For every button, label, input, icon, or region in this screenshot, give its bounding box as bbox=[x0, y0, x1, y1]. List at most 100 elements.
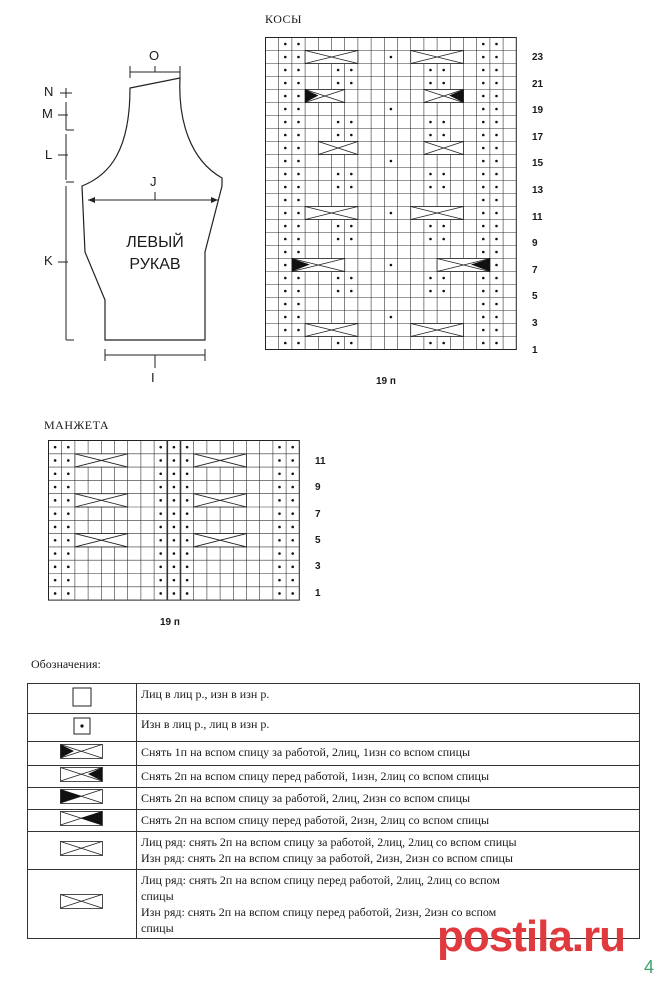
purl-dot bbox=[297, 250, 300, 254]
purl-dot bbox=[284, 94, 287, 98]
cables-row-number: 1 bbox=[532, 344, 538, 356]
legend-description-line: Снять 1п на вспом спицу за работой, 2лиц… bbox=[141, 745, 471, 759]
purl-dot bbox=[482, 120, 485, 124]
purl-dot bbox=[172, 538, 176, 542]
sleeve-name-line2: РУКАВ bbox=[129, 256, 181, 273]
purl-dot bbox=[429, 81, 432, 85]
purl-dot bbox=[336, 172, 340, 176]
purl-dot bbox=[172, 552, 176, 555]
purl-dot bbox=[284, 276, 287, 280]
purl-dot bbox=[67, 459, 70, 462]
purl-dot bbox=[336, 120, 340, 124]
purl-dot bbox=[291, 499, 294, 502]
purl-dot bbox=[172, 578, 176, 582]
purl-dot bbox=[159, 578, 162, 582]
purl-dot bbox=[389, 211, 393, 215]
purl-dot bbox=[185, 445, 189, 449]
purl-dot bbox=[278, 459, 281, 462]
purl-dot bbox=[482, 146, 485, 150]
cables-stitch-count: 19 п bbox=[376, 376, 396, 387]
cable-2-1-front-icon bbox=[27, 765, 137, 788]
purl-dot bbox=[284, 42, 287, 46]
cuff-chart-grid bbox=[48, 440, 300, 601]
purl-dot bbox=[185, 459, 189, 462]
purl-dot bbox=[159, 472, 162, 476]
purl-dot bbox=[495, 211, 498, 215]
purl-dot bbox=[291, 525, 294, 529]
cable-stroke bbox=[410, 50, 464, 64]
purl-dot bbox=[336, 276, 340, 280]
purl-dot bbox=[53, 499, 57, 502]
purl-dot bbox=[291, 592, 294, 595]
purl-dot bbox=[172, 459, 176, 462]
purl-dot bbox=[482, 237, 485, 241]
purl-dot bbox=[482, 107, 485, 111]
cuff-row-number: 7 bbox=[315, 508, 321, 520]
purl-dot bbox=[482, 211, 485, 215]
purl-dot bbox=[482, 289, 485, 293]
purl-dot bbox=[495, 315, 498, 319]
label-m: M bbox=[42, 106, 53, 121]
purl-dot bbox=[495, 289, 498, 293]
purl-dot bbox=[291, 552, 294, 555]
purl-dot bbox=[159, 485, 162, 489]
purl-dot bbox=[495, 224, 498, 228]
legend-description-line: Лиц ряд: снять 2п на вспом спицу перед р… bbox=[141, 873, 500, 887]
purl-dot bbox=[172, 525, 176, 529]
purl-dot bbox=[53, 578, 57, 582]
purl-dot bbox=[172, 445, 176, 449]
cable-purl-mark bbox=[470, 258, 490, 272]
purl-dot bbox=[482, 172, 485, 176]
purl-dot bbox=[429, 120, 432, 124]
purl-dot bbox=[278, 499, 281, 502]
purl-dot bbox=[284, 68, 287, 72]
purl-dot bbox=[278, 512, 281, 515]
cable-stroke bbox=[304, 50, 359, 64]
cables-row-number: 23 bbox=[532, 52, 544, 63]
purl-dot bbox=[53, 538, 57, 542]
purl-dot bbox=[172, 565, 176, 569]
purl-dot bbox=[278, 592, 281, 595]
cuff-row-number: 11 bbox=[315, 456, 326, 467]
purl-dot bbox=[495, 120, 498, 124]
purl-dot bbox=[482, 185, 485, 189]
purl-dot bbox=[67, 565, 70, 569]
purl-dot bbox=[278, 472, 281, 476]
purl-dot bbox=[429, 133, 432, 137]
purl-dot bbox=[442, 133, 445, 137]
legend-row: Снять 2п на вспом спицу перед работой, 2… bbox=[27, 809, 640, 832]
cuff-stitch-count: 19 п bbox=[160, 617, 180, 628]
purl-dot bbox=[482, 341, 485, 345]
purl-dot bbox=[429, 185, 432, 189]
purl-dot bbox=[495, 146, 498, 150]
purl-dot bbox=[442, 172, 445, 176]
purl-dot bbox=[336, 185, 340, 189]
purl-dot bbox=[336, 237, 340, 241]
purl-dot bbox=[284, 107, 287, 111]
purl-dot bbox=[284, 328, 287, 332]
purl-dot bbox=[442, 185, 445, 189]
legend-description-line: Изн в лиц р., лиц в изн р. bbox=[141, 717, 270, 731]
knit-square-icon bbox=[27, 683, 137, 714]
sleeve-schematic bbox=[58, 66, 223, 368]
purl-dot bbox=[291, 578, 294, 582]
purl-dot bbox=[482, 81, 485, 85]
purl-dot bbox=[350, 276, 353, 280]
purl-dot bbox=[429, 276, 432, 280]
purl-dot bbox=[297, 315, 300, 319]
cable-2-2-back-purl-icon bbox=[27, 787, 137, 810]
purl-dot bbox=[284, 302, 287, 306]
purl-dot bbox=[482, 315, 485, 319]
purl-dot bbox=[278, 445, 281, 449]
purl-dot bbox=[350, 172, 353, 176]
purl-dot bbox=[185, 525, 189, 529]
purl-dot bbox=[185, 578, 189, 582]
purl-dot bbox=[389, 107, 393, 111]
cables-row-number: 7 bbox=[532, 264, 538, 276]
cables-row-number: 5 bbox=[532, 291, 538, 303]
cable-stroke bbox=[304, 206, 359, 220]
purl-dot bbox=[336, 81, 340, 85]
cable-stroke bbox=[304, 323, 359, 337]
purl-dot bbox=[495, 198, 498, 202]
purl-dot bbox=[172, 512, 176, 515]
